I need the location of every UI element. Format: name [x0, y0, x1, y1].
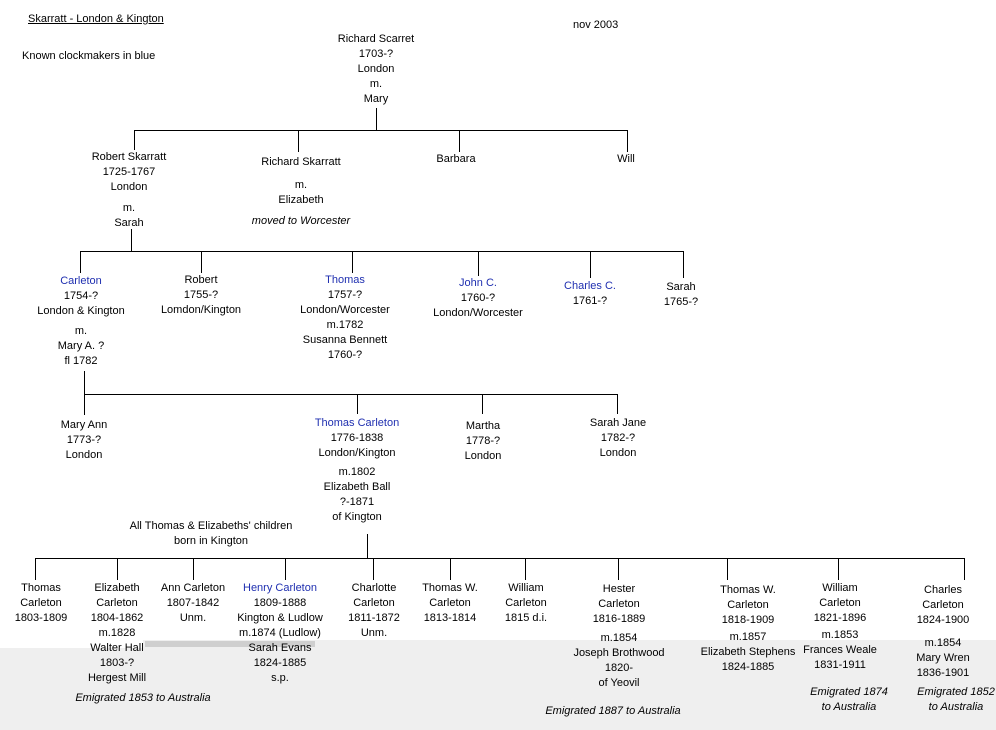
person-charles-carleton: Charles Carleton 1824-1900 m.1854 Mary W…	[916, 584, 970, 679]
connector-line	[373, 558, 374, 580]
connector-line	[590, 251, 591, 278]
legend-note: Known clockmakers in blue	[22, 50, 156, 62]
emigration-note-elizabeth: Emigrated 1853 to Australia	[75, 692, 211, 704]
person-william-1815: William Carleton 1815 d.i.	[504, 582, 548, 624]
person-john-c: John C. 1760-? London/Worcester	[433, 277, 523, 319]
connector-line	[727, 558, 728, 580]
person-thomas-1803: Thomas Carleton 1803-1809	[14, 582, 68, 624]
person-sarah-jane: Sarah Jane 1782-? London	[589, 417, 647, 459]
person-hester-carleton: Hester Carleton 1816-1889 m.1854 Joseph …	[573, 583, 665, 689]
connector-line	[450, 558, 451, 580]
page-title: Skarratt - London & Kington	[28, 13, 164, 25]
person-barbara: Barbara	[436, 153, 476, 165]
connector-line	[80, 251, 684, 252]
person-charlotte-carleton: Charlotte Carleton 1811-1872 Unm.	[348, 582, 400, 639]
connector-line	[201, 251, 202, 273]
person-sarah: Sarah 1765-?	[663, 281, 699, 308]
emigration-note-hester: Emigrated 1887 to Australia	[545, 705, 681, 717]
connector-line	[367, 534, 368, 558]
emigration-note-charles: Emigrated 1852 to Australia	[917, 686, 995, 713]
connector-line	[459, 130, 460, 152]
connector-line	[134, 130, 135, 150]
connector-line	[352, 251, 353, 273]
connector-line	[964, 558, 965, 580]
connector-line	[80, 251, 81, 273]
connector-line	[298, 130, 299, 152]
connector-line	[838, 558, 839, 580]
connector-line	[134, 130, 628, 131]
connector-line	[357, 394, 358, 414]
person-thomas-carleton: Thomas Carleton 1776-1838 London/Kington…	[314, 417, 400, 523]
person-william-1821: William Carleton 1821-1896 m.1853 France…	[803, 582, 877, 671]
bottom-overlay	[0, 648, 996, 730]
person-will: Will	[617, 153, 635, 165]
connector-line	[193, 558, 194, 580]
person-robert-skarratt: Robert Skarratt 1725-1767 London m. Sara…	[91, 151, 167, 229]
connector-line	[84, 371, 85, 415]
person-carleton: Carleton 1754-? London & Kington m. Mary…	[37, 275, 125, 367]
connector-line	[627, 130, 628, 152]
connector-line	[84, 394, 618, 395]
connector-line	[285, 558, 286, 580]
person-richard-skarratt: Richard Skarratt m. Elizabeth moved to W…	[251, 156, 351, 227]
person-richard-scarret: Richard Scarret 1703-? London m. Mary	[337, 33, 415, 105]
connector-line	[131, 229, 132, 251]
person-charles-c: Charles C. 1761-?	[564, 280, 616, 307]
person-thomas-w-1813: Thomas W. Carleton 1813-1814	[422, 582, 478, 624]
person-thomas-w-1818: Thomas W. Carleton 1818-1909 m.1857 Eliz…	[700, 584, 796, 673]
connector-line	[478, 251, 479, 276]
connector-line	[35, 558, 965, 559]
children-note: All Thomas & Elizabeths' children born i…	[129, 520, 293, 547]
person-robert: Robert 1755-? Lomdon/Kington	[160, 274, 242, 316]
person-thomas: Thomas 1757-? London/Worcester m.1782 Su…	[300, 274, 390, 361]
person-henry-carleton: Henry Carleton 1809-1888 Kington & Ludlo…	[237, 582, 323, 684]
connector-line	[376, 108, 377, 130]
connector-line	[482, 394, 483, 414]
person-mary-ann: Mary Ann 1773-? London	[60, 419, 108, 461]
person-elizabeth-carleton: Elizabeth Carleton 1804-1862 m.1828 Walt…	[87, 582, 147, 684]
emigration-note-william: Emigrated 1874 to Australia	[810, 686, 888, 713]
connector-line	[35, 558, 36, 580]
person-martha: Martha 1778-? London	[464, 420, 502, 462]
person-ann-carleton: Ann Carleton 1807-1842 Unm.	[160, 582, 226, 624]
date-label: nov 2003	[573, 19, 619, 31]
connector-line	[617, 394, 618, 414]
scrollbar-track[interactable]	[143, 640, 996, 648]
connector-line	[618, 558, 619, 580]
connector-line	[117, 558, 118, 580]
connector-line	[683, 251, 684, 278]
scrollbar-thumb[interactable]	[145, 641, 315, 647]
connector-line	[525, 558, 526, 580]
